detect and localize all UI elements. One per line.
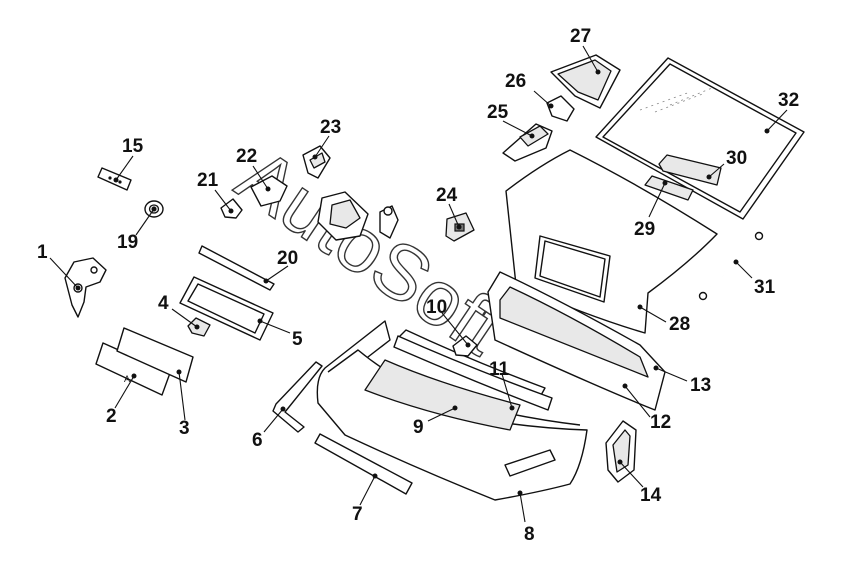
callout-3: 3 — [179, 418, 190, 439]
hood — [505, 149, 718, 334]
callout-9: 9 — [413, 417, 424, 438]
plate-holder-5 — [179, 276, 274, 341]
grille-strip-11 — [393, 335, 553, 411]
callout-10: 10 — [426, 297, 447, 318]
strip-20 — [198, 245, 275, 291]
callout-15: 15 — [122, 136, 144, 157]
svg-text:A: A — [124, 374, 130, 384]
callout-6: 6 — [252, 430, 263, 451]
leader-lines — [49, 45, 788, 523]
windshield — [595, 57, 805, 220]
callout-labels: 1 2 3 4 5 6 7 8 9 10 11 12 13 14 15 19 2… — [37, 26, 799, 545]
gas-strut — [698, 231, 764, 301]
bracket-26 — [546, 95, 575, 122]
licence-plate-3 — [116, 327, 194, 383]
side-bracket-14 — [605, 420, 637, 483]
callout-28: 28 — [669, 314, 690, 335]
callout-30: 30 — [726, 148, 747, 169]
callout-19: 19 — [117, 232, 138, 253]
callout-21: 21 — [197, 170, 219, 191]
callout-2: 2 — [106, 406, 117, 427]
callout-31: 31 — [754, 277, 776, 298]
callout-13: 13 — [690, 375, 711, 396]
callout-7: 7 — [352, 504, 363, 525]
callout-20: 20 — [277, 248, 298, 269]
hinge-25 — [502, 123, 553, 162]
overlay-panel-30 — [658, 154, 722, 186]
latch-mechanism — [317, 191, 399, 241]
callout-4: 4 — [158, 293, 169, 314]
strip-29 — [644, 175, 694, 201]
callout-27: 27 — [570, 26, 591, 47]
callout-1: 1 — [37, 242, 48, 263]
clip-21 — [220, 198, 243, 219]
callout-32: 32 — [778, 90, 799, 111]
side-strip-6 — [272, 361, 323, 433]
callout-26: 26 — [505, 71, 526, 92]
grille-9 — [364, 329, 546, 431]
callout-11: 11 — [489, 359, 510, 380]
connector-10 — [452, 335, 478, 357]
bumper-beam — [487, 271, 666, 411]
callout-12: 12 — [650, 412, 671, 433]
callout-24: 24 — [436, 185, 458, 206]
callout-25: 25 — [487, 102, 509, 123]
callout-5: 5 — [292, 329, 303, 350]
callout-29: 29 — [634, 219, 655, 240]
bracket-1 — [64, 257, 107, 318]
callout-14: 14 — [640, 485, 662, 506]
callout-8: 8 — [524, 524, 535, 545]
lock-23 — [302, 145, 331, 179]
callout-23: 23 — [320, 117, 341, 138]
callout-22: 22 — [236, 146, 257, 167]
